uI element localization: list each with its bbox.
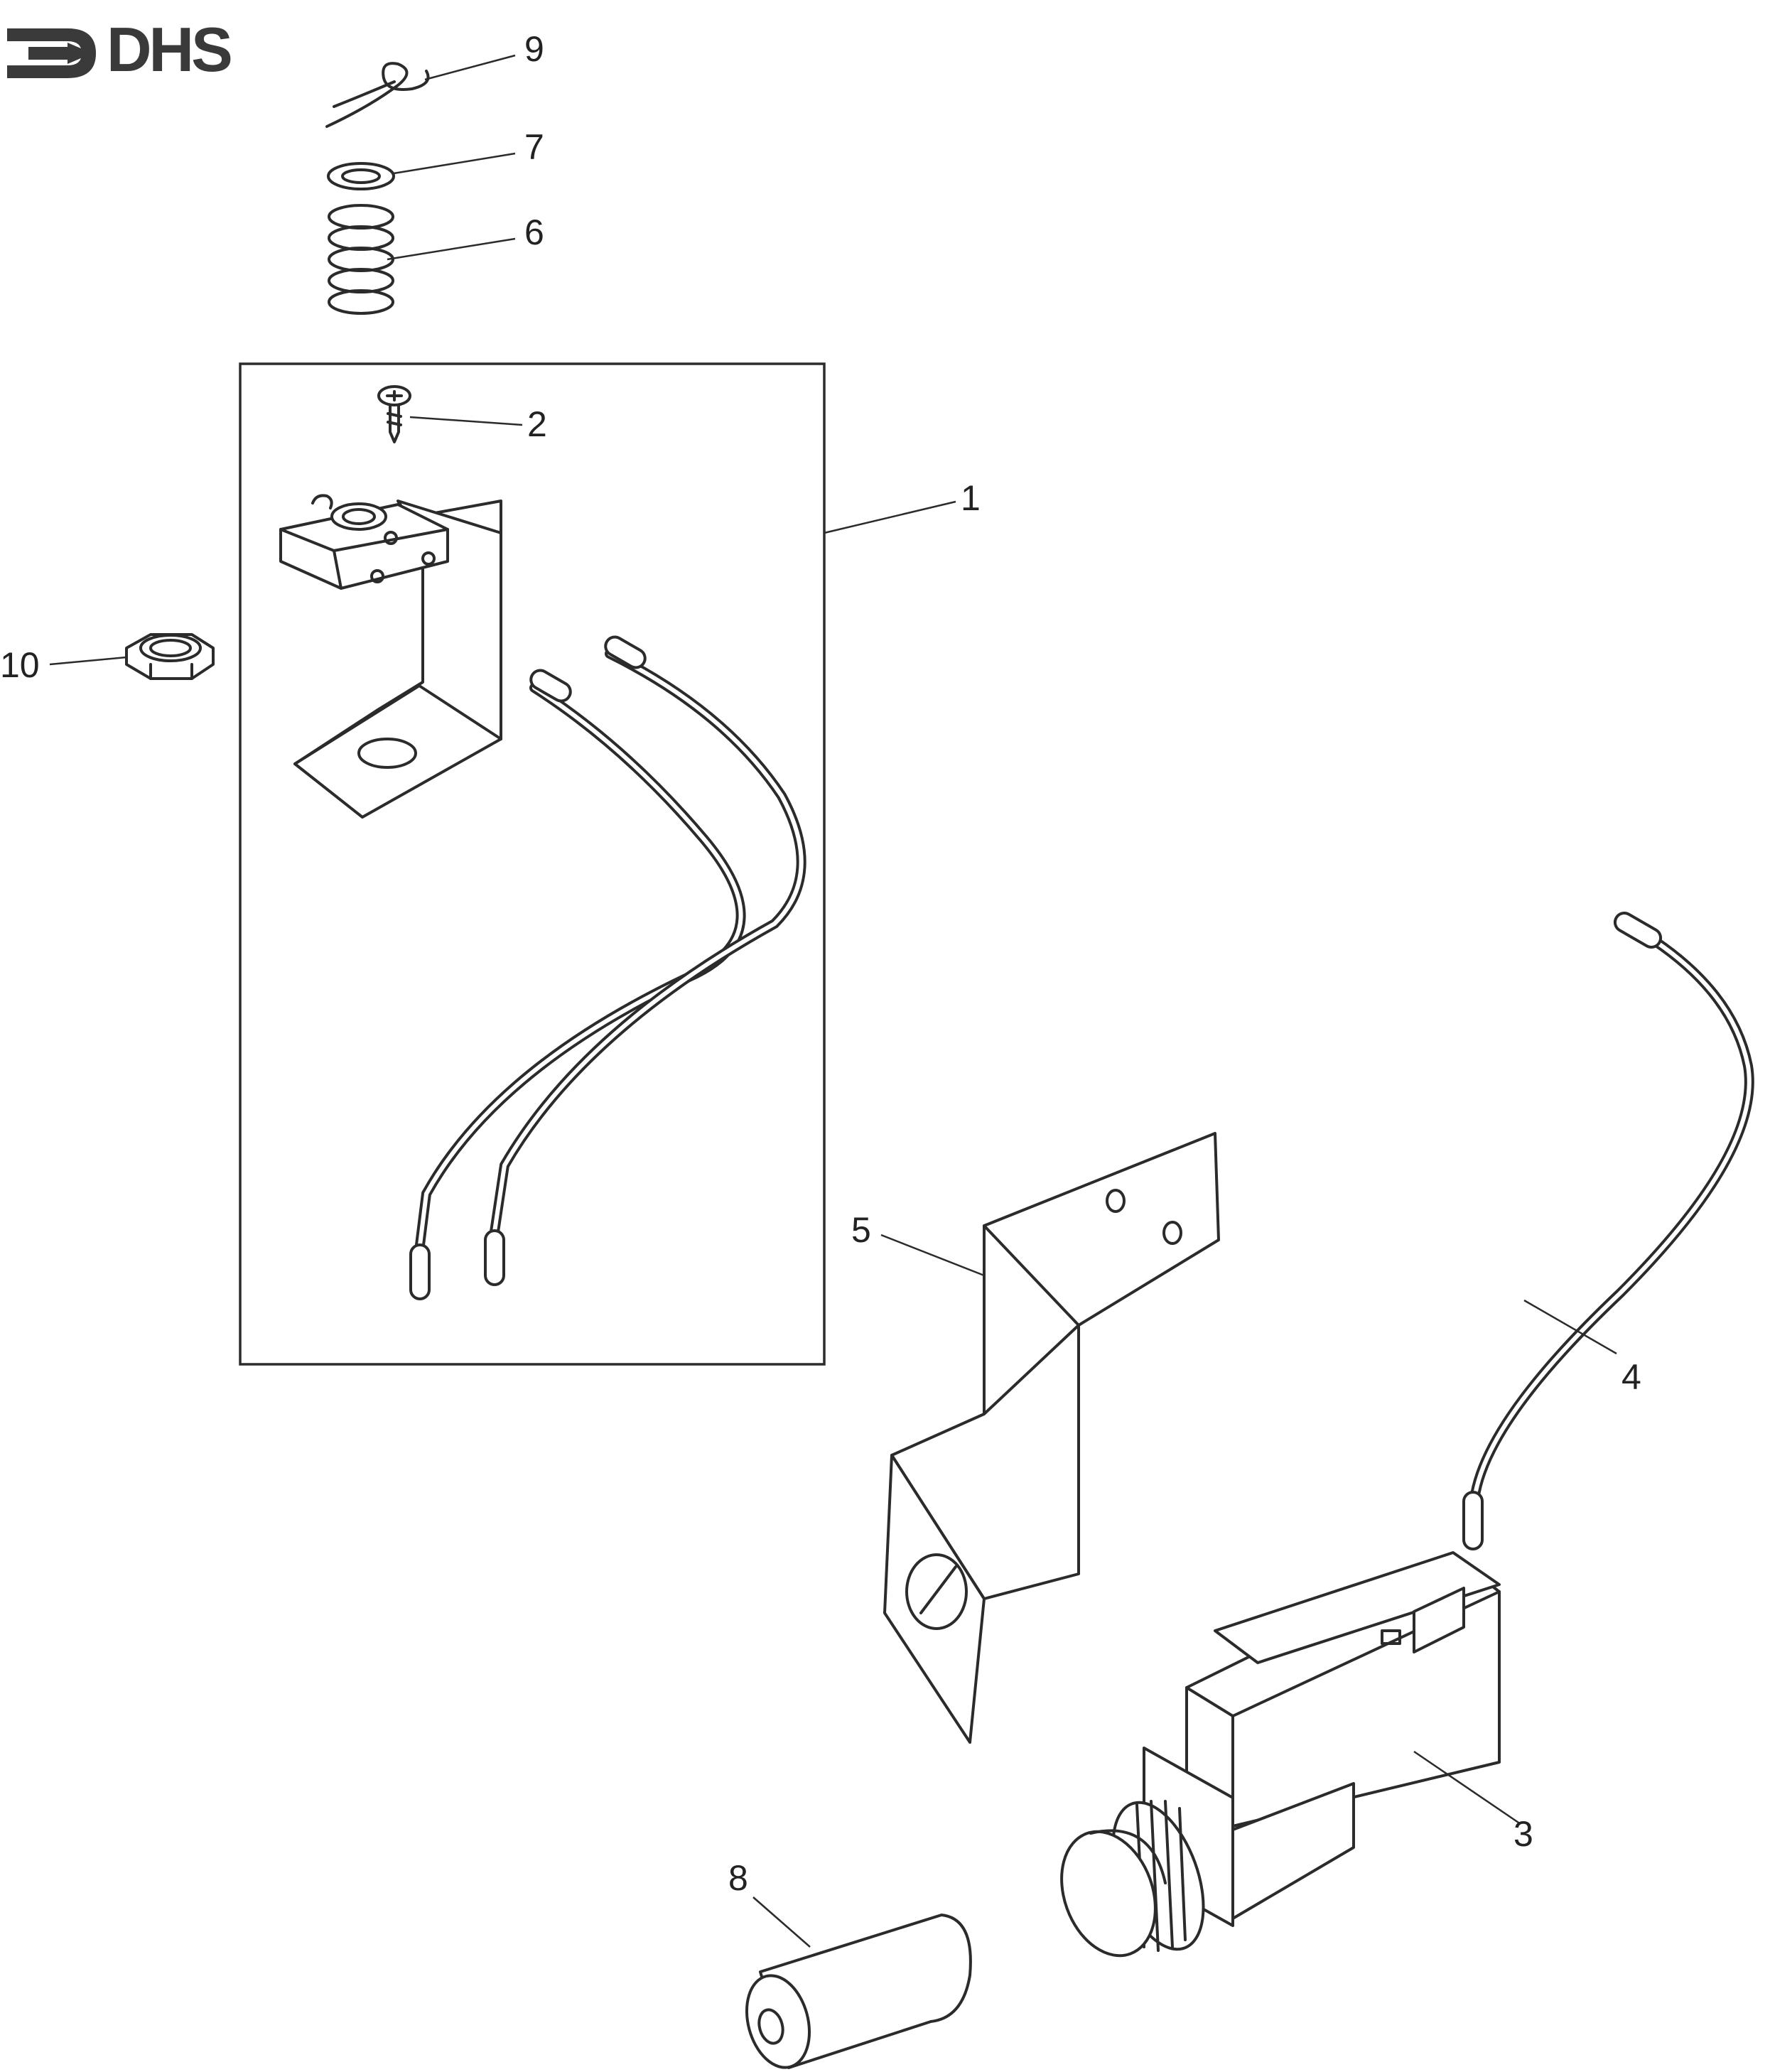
part-6-spring: 6 xyxy=(328,204,544,315)
logo-arrow-icon xyxy=(7,28,96,78)
part-8-battery: 8 xyxy=(728,1858,972,2069)
switch-wire-leads xyxy=(409,635,806,1300)
part-5-mounting-bracket: 5 xyxy=(851,1132,1220,1744)
callout-3: 3 xyxy=(1513,1814,1533,1854)
dhs-logo: DHS xyxy=(7,14,234,85)
callout-8: 8 xyxy=(728,1858,748,1898)
callout-1-group: 1 xyxy=(824,478,981,534)
part-3-igniter: 3 xyxy=(1060,1551,1533,1958)
part-9-hairpin-clip: 9 xyxy=(325,29,544,128)
part-7-washer: 7 xyxy=(327,127,544,190)
callout-4: 4 xyxy=(1621,1357,1641,1397)
callout-10: 10 xyxy=(0,645,40,685)
part-10-hex-nut: 10 xyxy=(0,633,215,685)
part-4-lead-wire: 4 xyxy=(1462,912,1754,1550)
callout-9: 9 xyxy=(524,29,544,69)
switch-bracket-assembly xyxy=(279,494,502,819)
callout-6: 6 xyxy=(524,212,544,252)
logo-text: DHS xyxy=(107,14,231,85)
callout-2: 2 xyxy=(527,404,547,444)
kit-frame-part-1 xyxy=(239,362,826,1366)
callout-1: 1 xyxy=(961,478,981,518)
part-2-screw: 2 xyxy=(377,385,547,444)
callout-7: 7 xyxy=(524,127,544,167)
callout-5: 5 xyxy=(851,1210,871,1250)
